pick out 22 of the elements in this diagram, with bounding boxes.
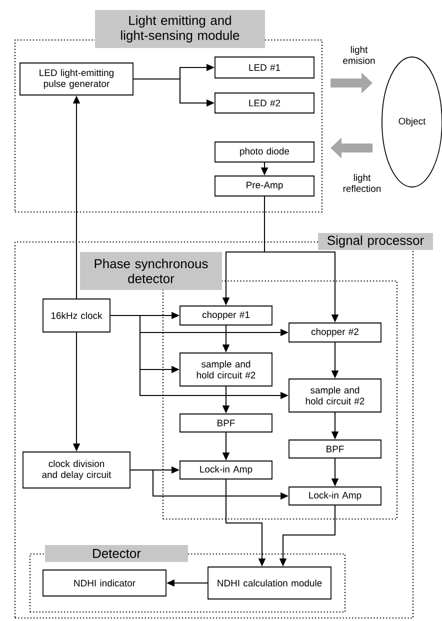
process-box: chopper #2 [288, 322, 382, 342]
module-heading: Light emitting and light-sensing module [95, 10, 265, 48]
process-box: sample and hold circuit #2 [288, 378, 382, 412]
process-box: sample and hold circuit #2 [180, 352, 272, 386]
process-box: LED #1 [214, 56, 314, 78]
process-box: photo diode [214, 142, 314, 162]
edge-label: light emision [334, 45, 384, 65]
process-box: Pre-Amp [214, 176, 314, 196]
process-box: 16kHz clock [42, 298, 110, 332]
module-heading: Detector [45, 545, 188, 562]
process-box: Lock-in Amp [288, 486, 382, 506]
module-heading: Phase synchronous detector [80, 252, 222, 290]
process-box: Lock-in Amp [180, 460, 272, 480]
module-heading: Signal processor [318, 233, 433, 250]
process-box: LED #2 [214, 92, 314, 114]
process-box: NDHI calculation module [208, 566, 332, 600]
process-box: NDHI indicator [42, 570, 166, 596]
process-box: clock division and delay circuit [22, 452, 130, 488]
process-box: LED light-emitting pulse generator [20, 62, 134, 96]
process-box: BPF [180, 414, 272, 432]
process-box: chopper #1 [180, 306, 272, 326]
process-box: BPF [288, 440, 382, 458]
